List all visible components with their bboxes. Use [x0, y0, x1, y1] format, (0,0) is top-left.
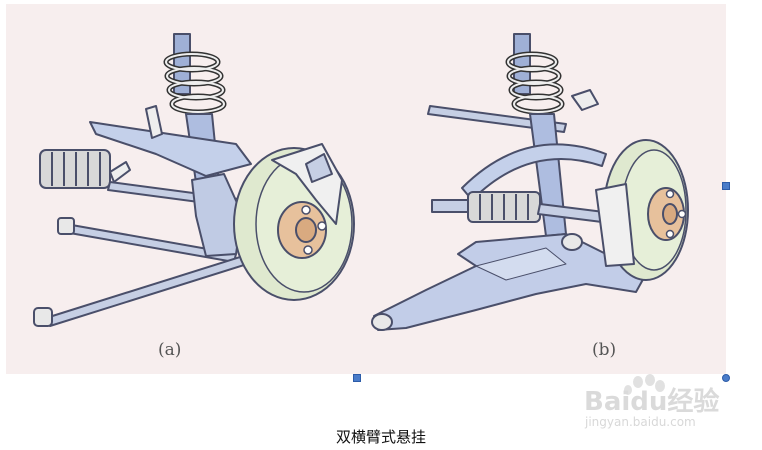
upper-arm-a: [89, 121, 252, 177]
caliper-b: [595, 183, 635, 267]
steering-boot-b: [467, 191, 541, 223]
suspension-a: [33, 33, 355, 327]
lower-arm-a: [45, 251, 261, 327]
suspension-b: [371, 33, 689, 331]
strut-rod-b: [513, 33, 531, 95]
resize-handle-corner[interactable]: [722, 374, 730, 382]
knuckle-a: [191, 173, 243, 257]
strut-rod-a: [173, 33, 191, 95]
label-a: (a): [158, 340, 182, 360]
label-b: (b): [592, 340, 617, 360]
suspension-figure: (a) (b): [6, 4, 726, 374]
steering-boot-a: [39, 149, 111, 189]
suspension-illustration: [33, 33, 689, 331]
upper-arm-b: [461, 143, 607, 201]
resize-handle-bottom[interactable]: [353, 374, 361, 382]
baidu-watermark: Baidu经验: [584, 374, 719, 417]
paw-icon: [624, 374, 665, 395]
figure-caption: 双横臂式悬挂: [335, 428, 426, 446]
watermark-url: jingyan.baidu.com: [585, 415, 696, 429]
resize-handle-right[interactable]: [722, 182, 730, 190]
watermark-brand: Baidu经验: [584, 386, 719, 417]
